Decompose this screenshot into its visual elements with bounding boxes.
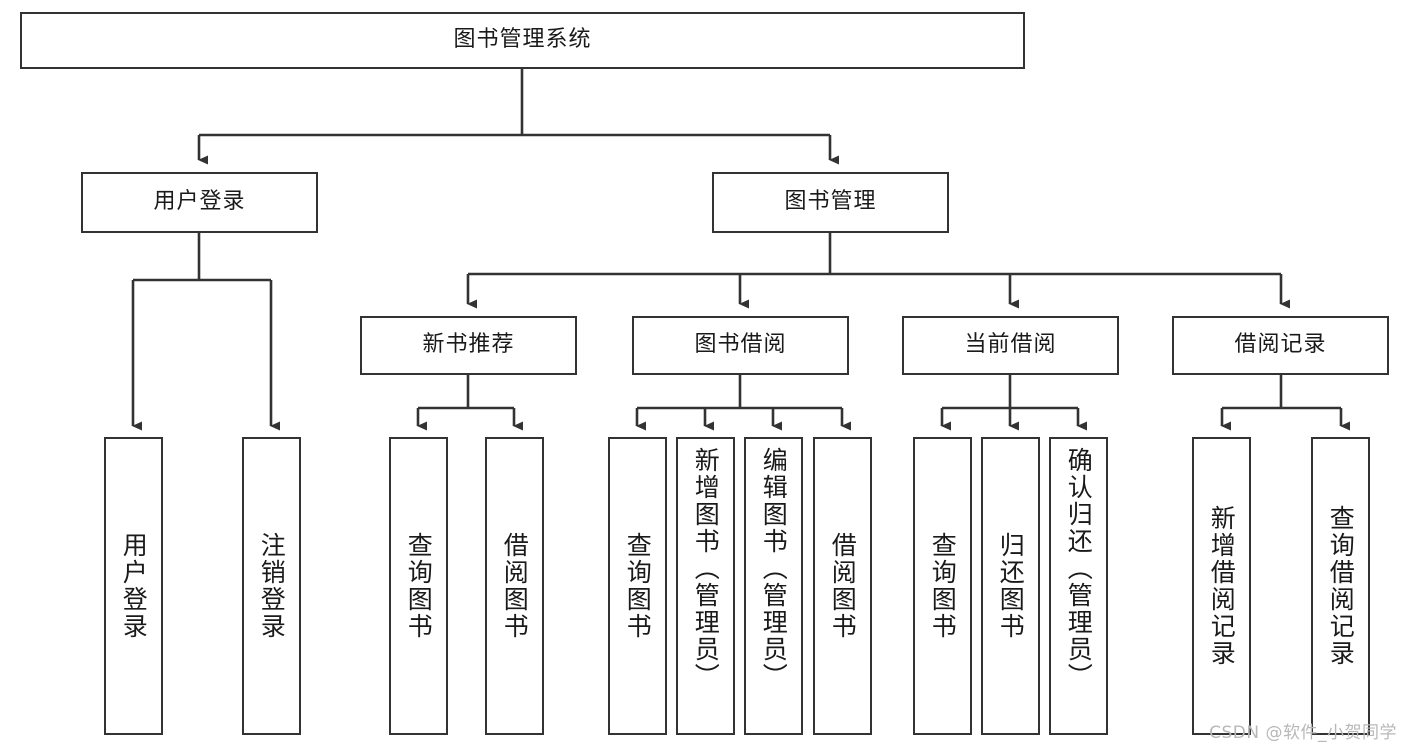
node-book-borrow[interactable]: 图书借阅 (632, 316, 849, 375)
leaf-new-book-borrow[interactable]: 借阅图书 (485, 437, 544, 735)
leaf-user-login-logout[interactable]: 注销登录 (242, 437, 301, 735)
node-borrow-record[interactable]: 借阅记录 (1172, 316, 1389, 375)
leaf-current-borrow-confirm-return[interactable]: 确认归还（管理员） (1049, 437, 1108, 735)
leaf-user-login-login[interactable]: 用户登录 (104, 437, 163, 735)
node-new-book-recommend[interactable]: 新书推荐 (360, 316, 577, 375)
node-current-borrow[interactable]: 当前借阅 (902, 316, 1119, 375)
node-book-management[interactable]: 图书管理 (712, 172, 949, 233)
csdn-watermark: CSDN @软件_小贺同学 (1209, 723, 1397, 743)
leaf-book-borrow-edit[interactable]: 编辑图书（管理员） (744, 437, 803, 735)
node-root-system[interactable]: 图书管理系统 (20, 12, 1025, 69)
leaf-current-borrow-query[interactable]: 查询图书 (913, 437, 972, 735)
leaf-book-borrow-borrow[interactable]: 借阅图书 (813, 437, 872, 735)
node-user-login[interactable]: 用户登录 (81, 172, 318, 233)
leaf-borrow-record-query[interactable]: 查询借阅记录 (1311, 437, 1370, 735)
leaf-book-borrow-add[interactable]: 新增图书（管理员） (676, 437, 735, 735)
leaf-borrow-record-add[interactable]: 新增借阅记录 (1192, 437, 1251, 735)
leaf-current-borrow-return[interactable]: 归还图书 (981, 437, 1040, 735)
leaf-new-book-query[interactable]: 查询图书 (389, 437, 448, 735)
leaf-book-borrow-query[interactable]: 查询图书 (608, 437, 667, 735)
